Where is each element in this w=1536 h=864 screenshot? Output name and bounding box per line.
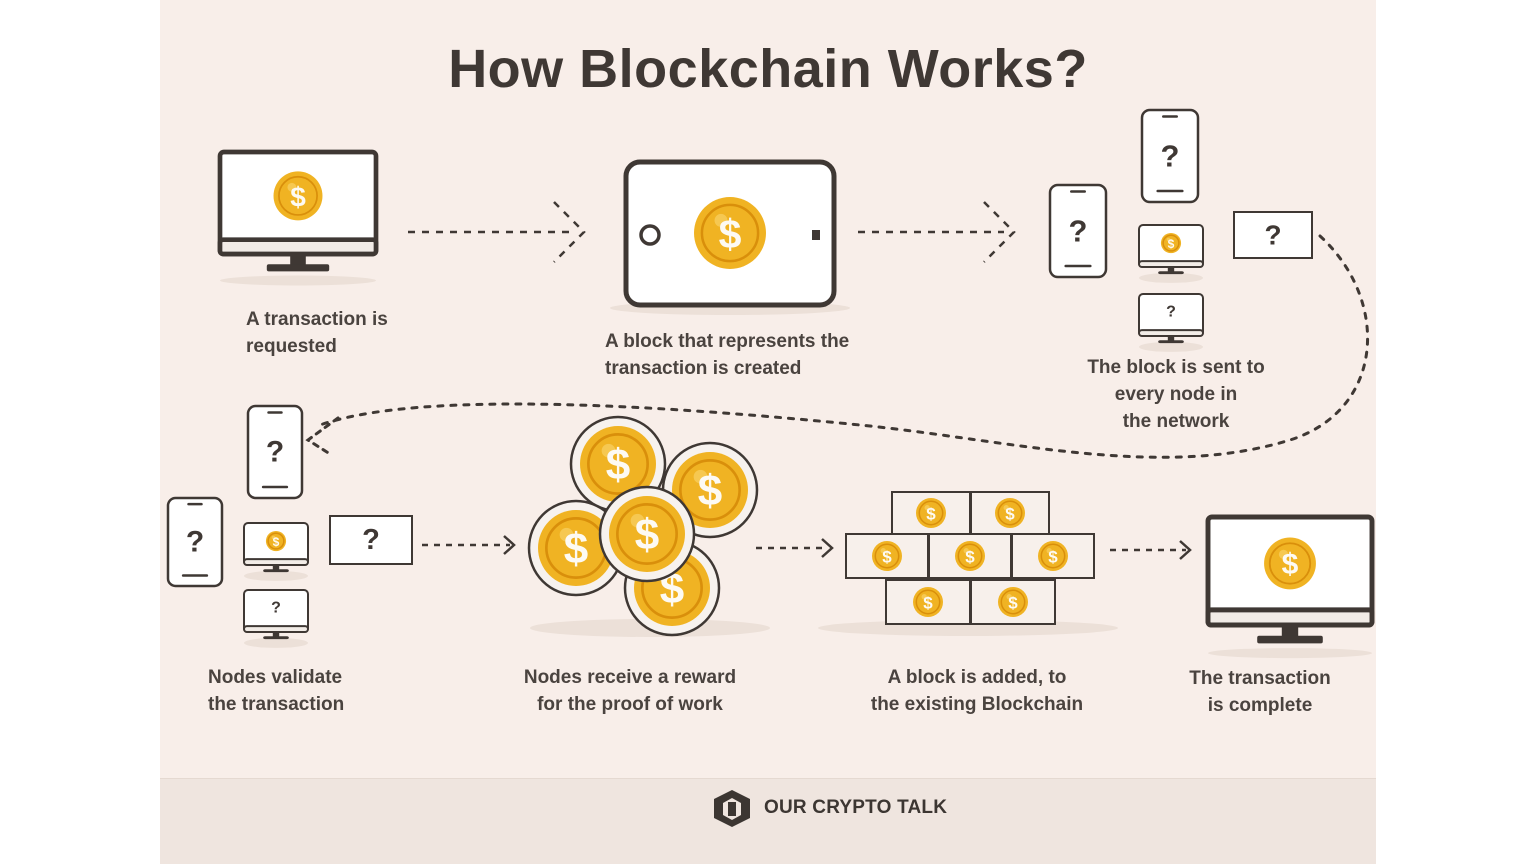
dollar-glyph: $	[882, 548, 892, 567]
step-added-illustration: $ $ $ $ $ $ $	[818, 491, 1118, 636]
footer-divider	[160, 778, 1376, 779]
coin-icon: $	[995, 498, 1025, 528]
dollar-glyph: $	[926, 505, 936, 524]
coin-icon: $	[1264, 537, 1316, 590]
dotted-arrow	[858, 201, 1016, 263]
dollar-glyph: $	[273, 535, 280, 549]
dollar-glyph: $	[965, 548, 975, 567]
coin-icon: $	[916, 498, 946, 528]
coin-icon: $	[273, 171, 323, 221]
step-block-created-illustration: $	[610, 159, 850, 315]
coin-icon: $	[872, 541, 902, 571]
page-title: How Blockchain Works?	[448, 39, 1088, 99]
dollar-glyph: $	[1048, 548, 1058, 567]
block-brick: $	[885, 579, 971, 625]
device-screen-icon: ?	[329, 515, 413, 565]
block-brick: $	[928, 533, 1012, 579]
question-glyph: ?	[1161, 139, 1180, 174]
question-glyph: ?	[1264, 220, 1281, 251]
dollar-glyph: $	[606, 441, 630, 490]
block-brick: $	[970, 491, 1050, 535]
dotted-arrow	[756, 538, 834, 558]
dotted-arrow	[422, 535, 516, 555]
infographic-card: How Blockchain Works? $$??$????$??$$$$$$…	[160, 0, 1376, 864]
question-glyph: ?	[362, 524, 380, 556]
phone-icon: ?	[1048, 183, 1108, 279]
dotted-arrow	[1110, 540, 1192, 560]
coin-icon: $	[1160, 232, 1182, 254]
flow-diagram: $$??$????$??$$$$$$$$$$$$$	[166, 108, 1375, 659]
arrow-step4-to-step5	[422, 535, 516, 555]
arrow-step6-to-step7	[1110, 540, 1192, 560]
question-glyph: ?	[1166, 304, 1176, 321]
monitor-icon: ?	[1138, 293, 1204, 352]
block-brick: $	[970, 579, 1056, 625]
monitor-icon: $	[1138, 224, 1204, 283]
tablet-home-button	[639, 224, 661, 246]
step-reward-illustration: $$$$$	[527, 415, 770, 637]
brand-name: OUR CRYPTO TALK	[764, 797, 948, 818]
phone-icon: ?	[246, 404, 304, 500]
question-glyph: ?	[271, 600, 281, 617]
dollar-glyph: $	[698, 467, 722, 516]
dollar-glyph: $	[719, 211, 742, 257]
dollar-glyph: $	[923, 594, 933, 613]
cube-logo-icon	[714, 790, 750, 827]
dollar-glyph: $	[290, 181, 306, 212]
node-cluster-icon: ?? $??	[1048, 108, 1313, 352]
dollar-glyph: $	[1008, 594, 1018, 613]
curved-connector	[305, 234, 1370, 459]
question-glyph: ?	[1069, 214, 1088, 249]
question-glyph: ?	[186, 526, 204, 559]
computer-monitor-icon: $	[217, 149, 379, 286]
dollar-glyph: $	[1282, 548, 1299, 581]
coin-icon: $	[598, 485, 696, 583]
dollar-glyph: $	[1168, 237, 1175, 251]
step-complete-illustration: $	[1205, 514, 1375, 659]
computer-monitor-icon: $	[1205, 514, 1375, 659]
dollar-glyph: $	[564, 525, 588, 574]
monitor-icon: ?	[243, 589, 309, 648]
arrow-step5-to-step6	[756, 538, 834, 558]
coin-icon: $	[694, 197, 766, 269]
coin-icon: $	[265, 530, 287, 552]
phone-icon: ?	[1140, 108, 1200, 204]
block-brick: $	[845, 533, 929, 579]
coin-icon: $	[527, 499, 625, 597]
block-brick: $	[891, 491, 971, 535]
coin-icon: $	[913, 587, 943, 617]
footer-band	[160, 778, 1376, 864]
arrow-step2-to-step3	[858, 201, 1016, 263]
coin-icon: $	[955, 541, 985, 571]
question-glyph: ?	[266, 436, 284, 469]
coin-icon: $	[1038, 541, 1068, 571]
device-screen-icon: ?	[1233, 211, 1313, 259]
block-brick: $	[1011, 533, 1095, 579]
node-cluster-icon: ?? $??	[166, 404, 413, 648]
dollar-glyph: $	[1005, 505, 1015, 524]
step-validate-illustration: ?? $??	[166, 404, 413, 648]
brand: OUR CRYPTO TALK	[710, 788, 947, 828]
step-request-illustration: $	[217, 149, 379, 286]
phone-icon: ?	[166, 496, 224, 588]
coin-icon: $	[998, 587, 1028, 617]
dollar-glyph: $	[635, 511, 659, 560]
monitor-icon: $	[243, 522, 309, 581]
arrow-step1-to-step2	[408, 201, 586, 263]
tablet-camera	[812, 230, 820, 240]
step-broadcast-illustration: ?? $??	[1048, 108, 1313, 352]
dotted-arrow	[408, 201, 586, 263]
